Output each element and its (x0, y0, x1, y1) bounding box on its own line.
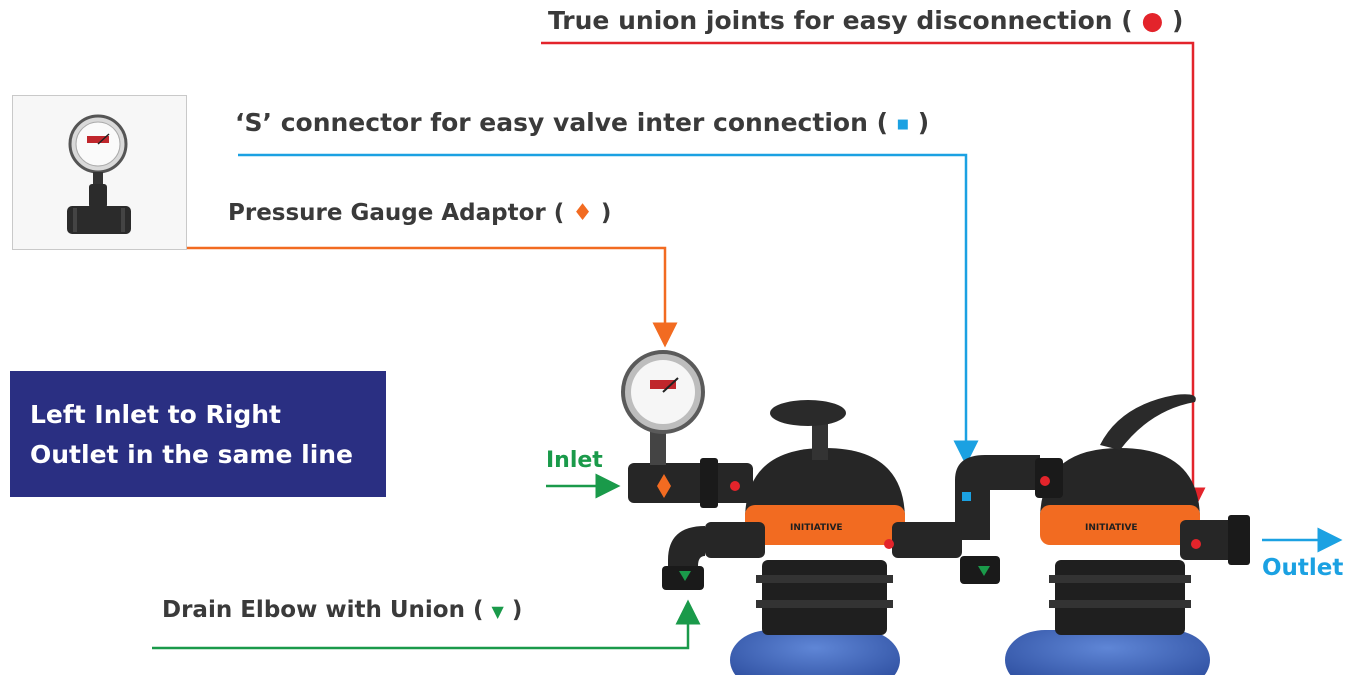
banner-line-1: Left Inlet to Right (30, 400, 281, 429)
pressure-gauge (621, 350, 705, 434)
drain-leader-line (152, 599, 701, 650)
blue-square-marker: ■ (896, 117, 910, 132)
orange-diamond-marker: ♦ (572, 200, 593, 226)
right-tank (1005, 630, 1210, 675)
gauge-adaptor-marker (657, 474, 671, 498)
s-connector-label: ‘S’ connector for easy valve inter conne… (235, 108, 929, 137)
drain-elbow-text: Drain Elbow with Union ( (162, 597, 484, 623)
union-marker-right-upper (1040, 476, 1050, 486)
outlet-pipe (1180, 515, 1250, 565)
s-connector-leader-line (238, 153, 979, 466)
s-connector-close: ) (917, 108, 930, 137)
union-marker-left-lower (884, 539, 894, 549)
outlet-label: Outlet (1262, 555, 1344, 581)
svg-text:INITIATIVE: INITIATIVE (1085, 523, 1138, 533)
gauge-adaptor-thumbnail (12, 95, 187, 250)
inlet-label: Inlet (546, 448, 603, 473)
drain-marker-right (978, 566, 990, 576)
s-connector (892, 455, 1063, 584)
union-joints-close: ) (1171, 6, 1184, 35)
banner-line-2: Outlet in the same line (30, 440, 354, 469)
inlet-pipe (628, 425, 753, 508)
gauge-adaptor-label: Pressure Gauge Adaptor ( ♦ ) (228, 200, 611, 226)
gauge-adaptor-close: ) (600, 200, 612, 226)
drain-elbow-label: Drain Elbow with Union ( ▼ ) (162, 597, 522, 623)
pressure-gauge-adaptor-image (67, 114, 131, 234)
right-valve: INITIATIVE (1040, 394, 1200, 635)
svg-text:INITIATIVE: INITIATIVE (790, 523, 843, 533)
flow-description-banner: Left Inlet to Right Outlet in the same l… (10, 371, 386, 497)
union-marker-outlet (1191, 539, 1201, 549)
gauge-adaptor-text: Pressure Gauge Adaptor ( (228, 200, 565, 226)
union-marker-inlet (730, 481, 740, 491)
left-valve: INITIATIVE (745, 400, 905, 635)
union-joints-text: True union joints for easy disconnection… (548, 6, 1133, 35)
green-triangle-marker: ▼ (491, 602, 504, 621)
red-dot-marker: ● (1141, 6, 1164, 35)
union-leader-line (541, 41, 1206, 513)
drain-elbow-close: ) (511, 597, 523, 623)
gauge-leader-line (187, 246, 678, 348)
s-connector-text: ‘S’ connector for easy valve inter conne… (235, 108, 889, 137)
s-connector-marker (962, 492, 971, 501)
left-drain-elbow (662, 522, 765, 590)
left-tank (730, 630, 900, 675)
union-joints-label: True union joints for easy disconnection… (548, 6, 1183, 35)
drain-marker-left (679, 571, 691, 581)
